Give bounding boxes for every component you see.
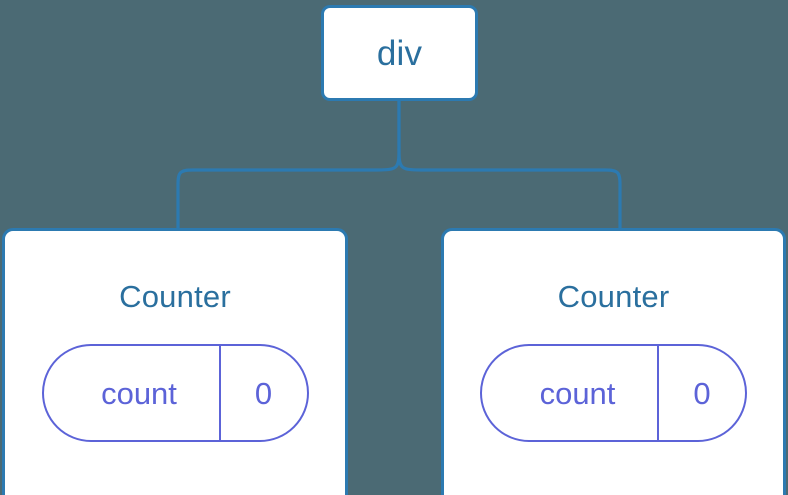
node-div[interactable]: div (321, 5, 478, 101)
state-pill-right-key: count (539, 375, 616, 411)
node-counter-right-label: Counter (557, 279, 670, 314)
connector-right-branch (397, 98, 622, 234)
state-pill-left-key: count (101, 375, 177, 411)
node-div-label: div (376, 33, 423, 73)
state-pill-left-value: 0 (218, 346, 307, 440)
node-counter-right[interactable]: Counter count 0 (441, 228, 786, 495)
state-pill-right-value: 0 (657, 346, 745, 440)
node-counter-left[interactable]: Counter count 0 (2, 228, 348, 495)
connector-left-branch (176, 98, 401, 234)
state-pill-left: count 0 (41, 344, 309, 442)
state-pill-right: count 0 (480, 344, 747, 442)
node-counter-left-label: Counter (119, 279, 231, 314)
